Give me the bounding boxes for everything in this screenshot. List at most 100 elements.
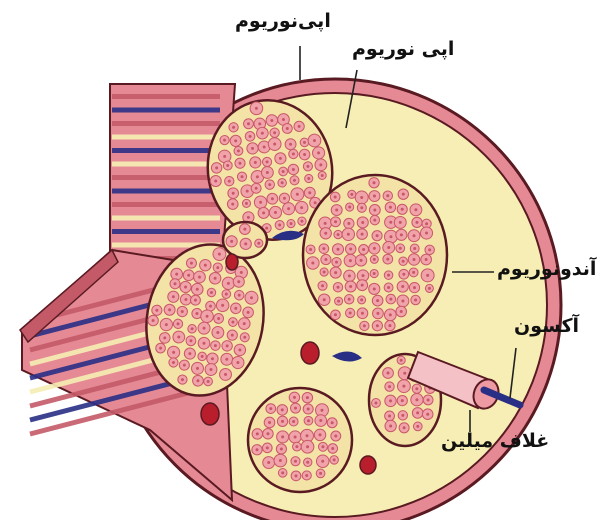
- fiber-axon-dot: [333, 458, 336, 461]
- fiber-axon-dot: [306, 434, 309, 437]
- fiber-axon-dot: [324, 222, 327, 225]
- side-block-stripe: [112, 189, 220, 194]
- fiber-axon-dot: [402, 260, 405, 263]
- fiber-axon-dot: [267, 461, 270, 464]
- fiber-axon-dot: [257, 242, 260, 245]
- blood-vessel-red: [360, 456, 376, 474]
- fiber-axon-dot: [399, 221, 402, 224]
- fiber-axon-dot: [305, 474, 308, 477]
- label-perineurium: اپی نوریوم: [352, 38, 454, 60]
- fiber-axon-dot: [321, 284, 324, 287]
- fiber-axon-dot: [401, 299, 404, 302]
- fiber-axon-dot: [425, 222, 428, 225]
- fiber-axon-dot: [427, 398, 430, 401]
- fiber-axon-dot: [324, 258, 327, 261]
- fiber-axon-dot: [387, 286, 390, 289]
- side-block-stripe: [112, 135, 220, 140]
- fiber-axon-dot: [415, 398, 418, 401]
- fiber-axon-dot: [336, 286, 339, 289]
- blood-vessel-red: [301, 342, 319, 364]
- fiber-axon-dot: [281, 471, 284, 474]
- fiber-axon-dot: [373, 272, 376, 275]
- fiber-axon-dot: [347, 222, 350, 225]
- fiber-axon-dot: [401, 285, 404, 288]
- fiber-axon-dot: [416, 411, 419, 414]
- fiber-axon-dot: [413, 234, 416, 237]
- fiber-axon-dot: [307, 419, 310, 422]
- fiber-axon-dot: [280, 447, 283, 450]
- blood-vessel-red: [201, 403, 219, 425]
- fiber-axon-dot: [281, 420, 284, 423]
- fiber-axon-dot: [349, 285, 352, 288]
- fiber-axon-dot: [387, 274, 390, 277]
- fiber-axon-dot: [401, 208, 404, 211]
- label-endoneurium: آندونوریوم: [497, 258, 596, 280]
- fiber-axon-dot: [415, 221, 418, 224]
- fiber-axon-dot: [362, 274, 365, 277]
- fiber-axon-dot: [401, 399, 404, 402]
- fiber-axon-dot: [306, 396, 309, 399]
- fiber-axon-dot: [230, 240, 233, 243]
- side-block-stripe: [112, 148, 220, 153]
- side-block-stripe: [112, 94, 220, 99]
- fiber-axon-dot: [292, 420, 295, 423]
- fiber-axon-dot: [293, 396, 296, 399]
- fiber-axon-dot: [413, 286, 416, 289]
- fiber-axon-dot: [306, 461, 309, 464]
- fiber-axon-dot: [373, 208, 376, 211]
- fiber-axon-dot: [295, 474, 298, 477]
- fiber-axon-dot: [321, 460, 324, 463]
- fiber-axon-dot: [281, 435, 284, 438]
- fiber-axon-dot: [374, 401, 377, 404]
- fiber-axon-dot: [256, 432, 259, 435]
- fiber-axon-dot: [389, 424, 392, 427]
- fiber-axon-dot: [334, 195, 337, 198]
- fiber-axon-dot: [320, 409, 323, 412]
- fiber-axon-dot: [337, 300, 340, 303]
- side-block-stripe: [112, 202, 220, 207]
- fiber-axon-dot: [376, 324, 379, 327]
- side-block-stripe: [112, 121, 220, 126]
- fiber-axon-dot: [415, 387, 418, 390]
- fiber-axon-dot: [295, 445, 298, 448]
- fiber-axon-dot: [347, 233, 350, 236]
- fiber-axon-dot: [376, 234, 379, 237]
- fiber-axon-dot: [403, 426, 406, 429]
- fiber-axon-dot: [279, 459, 282, 462]
- fiber-axon-dot: [402, 193, 405, 196]
- side-block-stripe: [112, 162, 220, 167]
- fiber-axon-dot: [360, 206, 363, 209]
- fiber-axon-dot: [426, 413, 429, 416]
- fiber-axon-dot: [425, 232, 428, 235]
- fiber-axon-dot: [373, 258, 376, 261]
- fiber-axon-dot: [337, 233, 340, 236]
- fiber-axon-dot: [348, 298, 351, 301]
- fiber-axon-dot: [335, 261, 338, 264]
- fiber-axon-dot: [361, 233, 364, 236]
- fiber-axon-dot: [402, 385, 405, 388]
- fiber-axon-dot: [334, 271, 337, 274]
- fiber-axon-dot: [402, 273, 405, 276]
- fiber-axon-dot: [331, 421, 334, 424]
- fiber-axon-dot: [389, 399, 392, 402]
- fiber-axon-dot: [361, 221, 364, 224]
- fiber-axon-dot: [413, 247, 416, 250]
- fiber-axon-dot: [387, 246, 390, 249]
- fiber-axon-dot: [324, 232, 327, 235]
- fiber-axon-dot: [400, 310, 403, 313]
- label-myelin-sheath: غلاف میلین: [441, 430, 549, 452]
- fiber-axon-dot: [400, 359, 403, 362]
- fiber-axon-dot: [256, 448, 259, 451]
- label-axon: آکسون: [514, 315, 579, 337]
- fiber-axon-dot: [266, 446, 269, 449]
- fiber-axon-dot: [244, 242, 247, 245]
- fascicle: [223, 222, 267, 258]
- fiber-axon-dot: [389, 206, 392, 209]
- side-block-stripe: [112, 229, 220, 234]
- fiber-axon-dot: [387, 372, 390, 375]
- fiber-axon-dot: [321, 445, 324, 448]
- fiber-axon-dot: [403, 372, 406, 375]
- fiber-axon-dot: [388, 324, 391, 327]
- fiber-axon-dot: [413, 258, 416, 261]
- fiber-axon-dot: [373, 219, 376, 222]
